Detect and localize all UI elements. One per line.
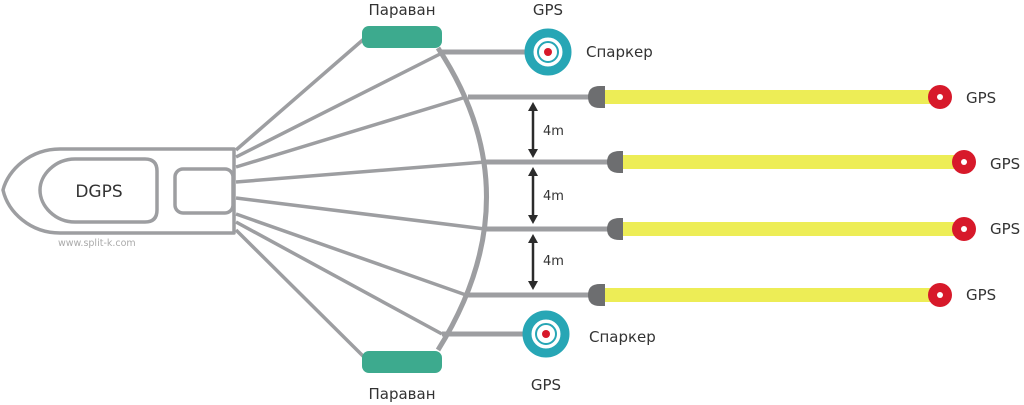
spreader-rope — [435, 46, 489, 352]
arrow-head-down — [528, 215, 538, 224]
tail-gps-dot — [961, 159, 967, 165]
tow-cable — [234, 228, 367, 360]
gps-label: GPS — [531, 376, 561, 394]
gps-label: GPS — [533, 1, 563, 19]
streamer-body — [605, 288, 940, 302]
streamer-2: GPS — [607, 150, 1020, 174]
tail-gps-dot — [937, 94, 943, 100]
streamer-body — [605, 90, 940, 104]
streamer-head — [607, 218, 623, 240]
spacing-arrow: 4m — [528, 234, 564, 290]
arrow-head-up — [528, 102, 538, 111]
streamer-4: GPS — [588, 283, 996, 307]
tow-cable — [234, 36, 367, 152]
paravan-label: Паравaн — [368, 1, 435, 19]
tow-cable — [235, 51, 443, 159]
streamer-1: GPS — [588, 85, 996, 109]
arrow-head-up — [528, 167, 538, 176]
streamer-head — [588, 284, 605, 306]
gps-label: GPS — [990, 220, 1020, 238]
tail-gps-dot — [937, 292, 943, 298]
paravan-bottom: Параван — [362, 351, 442, 403]
gps-dot — [542, 330, 550, 338]
streamer-body — [623, 155, 964, 169]
sparker-bottom: GPS Спаркер — [522, 310, 656, 394]
spacing-label: 4m — [543, 124, 564, 139]
gps-label: GPS — [990, 155, 1020, 173]
gps-dot — [544, 48, 552, 56]
arrow-head-down — [528, 281, 538, 290]
spacing-label: 4m — [543, 254, 564, 269]
sparker-outer-ring — [524, 28, 572, 76]
tow-cable — [235, 220, 443, 336]
streamer-head — [607, 151, 623, 173]
paravan-label: Параван — [368, 385, 435, 403]
spacing-label: 4m — [543, 189, 564, 204]
spacing-arrow: 4m — [528, 102, 564, 158]
paravan — [362, 351, 442, 373]
paravan — [362, 26, 442, 48]
sparker-label: Спаркер — [589, 328, 656, 346]
tow-cable — [235, 160, 486, 184]
sparker-top: GPS Спаркер — [524, 1, 653, 76]
sparker-outer-ring — [522, 310, 570, 358]
spacing-arrow: 4m — [528, 167, 564, 224]
watermark: www.split-k.com — [58, 238, 136, 249]
streamer-3: GPS — [607, 217, 1020, 241]
tow-cable — [235, 95, 467, 169]
spacing-markers: 4m 4m 4m — [528, 102, 564, 290]
gps-label: GPS — [966, 89, 996, 107]
vessel: DGPS www.split-k.com — [1, 147, 236, 249]
sparker-label: Спаркер — [586, 43, 653, 61]
stern-housing — [173, 167, 235, 215]
tow-cable — [235, 212, 467, 297]
tow-cables — [234, 36, 486, 360]
tow-cable — [235, 196, 486, 231]
dgps-cabin — [38, 157, 159, 224]
dgps-label: DGPS — [75, 182, 122, 202]
tail-gps-dot — [961, 226, 967, 232]
arrow-head-up — [528, 234, 538, 243]
streamer-head — [588, 86, 605, 108]
gps-label: GPS — [966, 286, 996, 304]
arrow-head-down — [528, 149, 538, 158]
paravan-top: Паравaн — [362, 1, 442, 48]
streamer-body — [623, 222, 964, 236]
sparker-inner-ring — [537, 41, 559, 63]
sparker-inner-ring — [535, 323, 557, 345]
